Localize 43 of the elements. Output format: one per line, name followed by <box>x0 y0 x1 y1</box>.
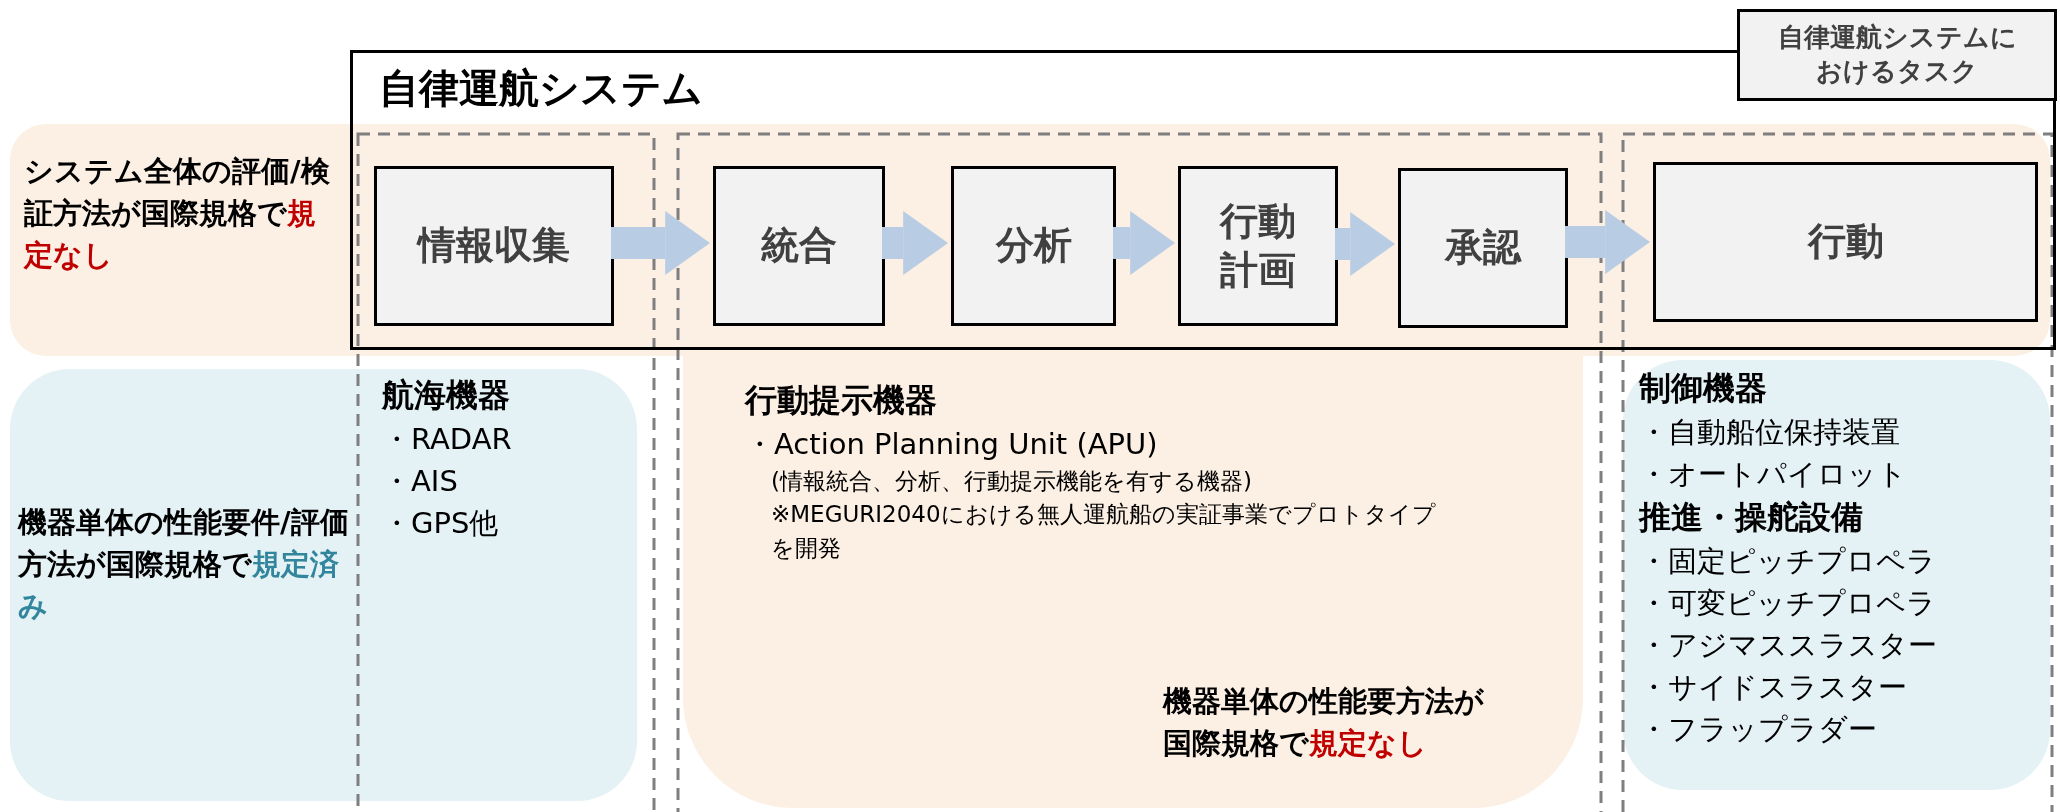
requirement-note: 機器単体の性能要件/評価方法が国際規格で規定済み <box>18 504 350 626</box>
requirement-note: 機器単体の性能要方法が国際規格で規定なし <box>1163 683 1485 763</box>
flow-arrow <box>1335 212 1395 276</box>
list-item: ・アジマススラスター <box>1639 626 1938 664</box>
list-item: ・可変ピッチプロペラ <box>1639 584 1937 622</box>
task-label: 情報収集 <box>418 222 570 270</box>
task-box <box>951 166 1116 326</box>
list-item: ・オートパイロット <box>1639 455 1908 493</box>
list-item: ・Action Planning Unit (APU) <box>745 425 1159 463</box>
key-label: 自律運航システムにおけるタスク <box>1776 21 2018 88</box>
flow-arrow <box>1565 210 1650 274</box>
task-label: 行動計画 <box>1218 197 1297 294</box>
description-text: ※MEGURI2040における無人運航船の実証事業でプロトタイプを開発 <box>770 500 1437 563</box>
description-text: (情報統合、分析、行動提示機能を有する機器) <box>770 466 1253 496</box>
category-heading: 航海機器 <box>382 375 511 416</box>
list-item: ・フラップラダー <box>1639 710 1878 748</box>
category-heading: 推進・操舵設備 <box>1639 496 1864 538</box>
category-heading: 制御機器 <box>1639 368 1768 409</box>
key-box <box>1737 9 2057 101</box>
task-box <box>713 166 885 326</box>
task-label: 承認 <box>1445 224 1521 272</box>
list-item: ・RADAR <box>382 420 513 458</box>
requirement-note: システム全体の評価/検証方法が国際規格で規定なし <box>24 153 331 275</box>
task-box <box>374 166 614 326</box>
list-item: ・サイドスラスター <box>1639 668 1908 706</box>
list-item: ・固定ピッチプロペラ <box>1639 542 1937 580</box>
list-item: ・自動船位保持装置 <box>1639 413 1901 451</box>
panel-background <box>10 369 637 801</box>
task-label: 行動 <box>1807 218 1884 266</box>
flow-arrow <box>611 211 710 275</box>
list-item: ・AIS <box>382 462 459 500</box>
task-box <box>1398 168 1568 328</box>
flow-arrow <box>1113 211 1175 275</box>
category-heading: 行動提示機器 <box>745 380 938 421</box>
panel-background <box>1623 360 2050 790</box>
task-label: 統合 <box>761 222 837 270</box>
system-title: 自律運航システム <box>379 64 703 113</box>
task-label: 分析 <box>995 222 1072 270</box>
system-frame <box>350 50 2056 350</box>
list-item: ・GPS他 <box>382 504 500 542</box>
task-box <box>1653 162 2038 322</box>
flow-arrow <box>882 211 948 275</box>
task-box <box>1178 166 1338 326</box>
